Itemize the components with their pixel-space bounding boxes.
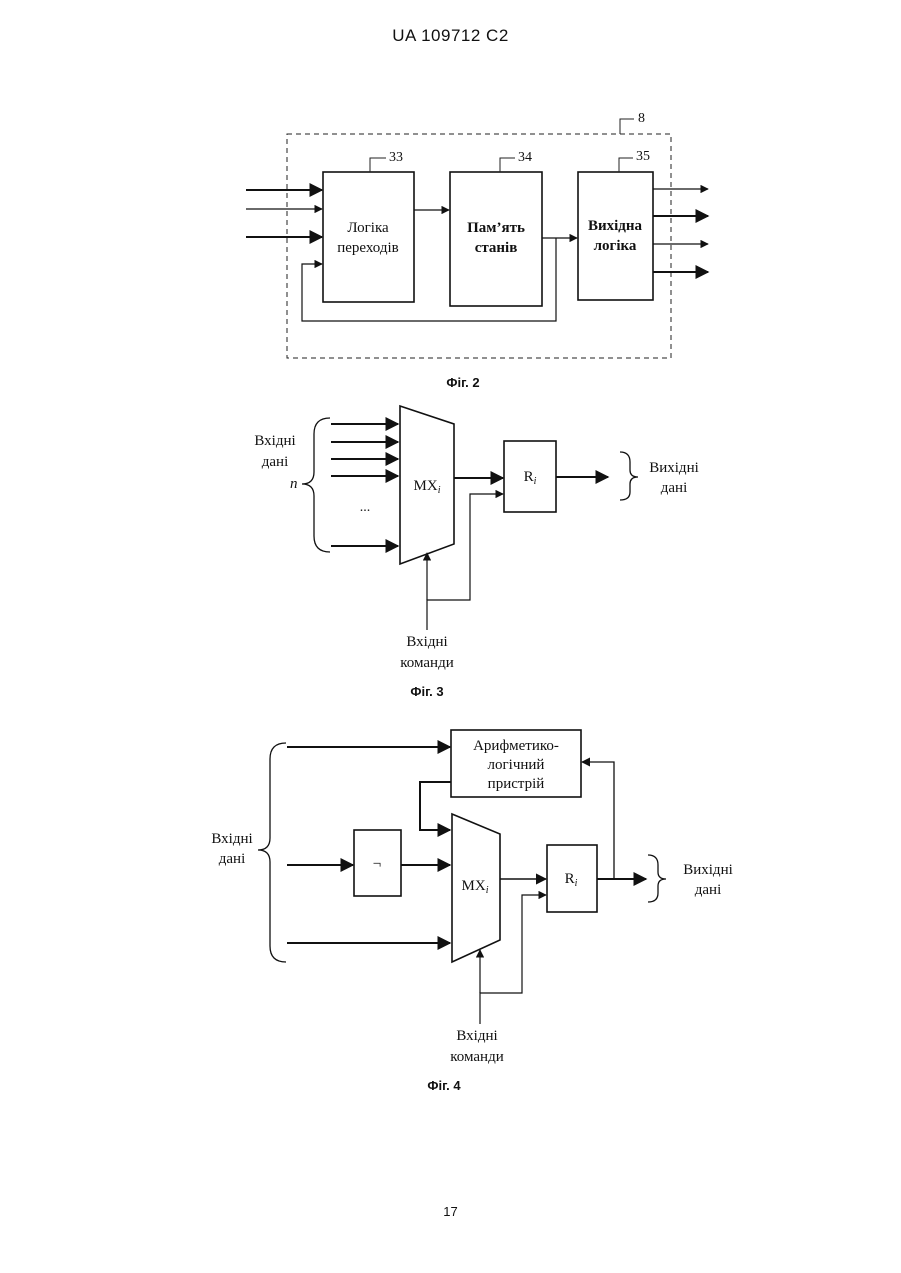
figure-4: Арифметико- логічний пристрій Вхідні дан… <box>211 730 732 1093</box>
fig4-command-label-line2: команди <box>450 1049 503 1065</box>
figure-3: Вхідні дані n ... MXi Ri Вихідні дані Вх… <box>254 406 698 699</box>
label-33: 33 <box>389 150 403 165</box>
fig3-command-label-line2: команди <box>400 655 453 671</box>
block-33-line1: Логіка <box>347 220 389 236</box>
fig3-caption: Фіг. 3 <box>410 684 443 699</box>
fig4-alu-line1: Арифметико- <box>473 738 559 754</box>
fig4-input-brace <box>258 743 286 962</box>
fig4-alu-line3: пристрій <box>488 776 545 792</box>
fig4-caption: Фіг. 4 <box>427 1078 461 1093</box>
fig4-output-brace <box>648 855 666 902</box>
fig4-alu-line2: логічний <box>488 757 545 773</box>
fig3-ellipsis: ... <box>360 500 371 515</box>
fig3-output-label-line1: Вихідні <box>649 460 699 476</box>
label-33-leader <box>370 158 386 172</box>
block-33-line2: переходів <box>337 240 399 256</box>
label-34-leader <box>500 158 515 172</box>
fig4-alu-to-mux <box>420 782 451 830</box>
fig3-input-label-line1: Вхідні <box>254 433 295 449</box>
label-8-leader <box>620 119 634 134</box>
label-8: 8 <box>638 111 645 126</box>
figure-2: 8 33 Логіка переходів 34 Пам’ять станів … <box>246 111 708 390</box>
fig3-mux-label: MXi <box>414 478 441 496</box>
block-34-line2: станів <box>475 240 518 256</box>
fig4-input-label-line1: Вхідні <box>211 831 252 847</box>
block-34-line1: Пам’ять <box>467 220 525 236</box>
fig4-input-label-line2: дані <box>219 851 245 867</box>
page-number: 17 <box>0 1204 901 1219</box>
block-transition-logic <box>323 172 414 302</box>
fig4-not-symbol: ¬ <box>373 856 381 872</box>
label-34: 34 <box>518 150 532 165</box>
fig4-mux-label: MXi <box>462 878 489 896</box>
fig4-command-label-line1: Вхідні <box>456 1028 497 1044</box>
block-output-logic <box>578 172 653 300</box>
block-state-memory <box>450 172 542 306</box>
block-35-line1: Вихідна <box>588 218 643 234</box>
fig3-output-brace <box>620 452 638 500</box>
fig4-output-label-line2: дані <box>695 882 721 898</box>
block-35-line2: логіка <box>594 238 637 254</box>
fig3-input-label-line2: дані <box>262 454 288 470</box>
fig3-n-label: n <box>290 476 298 492</box>
fig4-output-label-line1: Вихідні <box>683 862 733 878</box>
label-35-leader <box>619 158 633 172</box>
fig3-command-label-line1: Вхідні <box>406 634 447 650</box>
label-35: 35 <box>636 149 650 164</box>
fig3-output-label-line2: дані <box>661 480 687 496</box>
fig2-caption: Фіг. 2 <box>446 375 479 390</box>
fig3-input-brace <box>302 418 330 552</box>
